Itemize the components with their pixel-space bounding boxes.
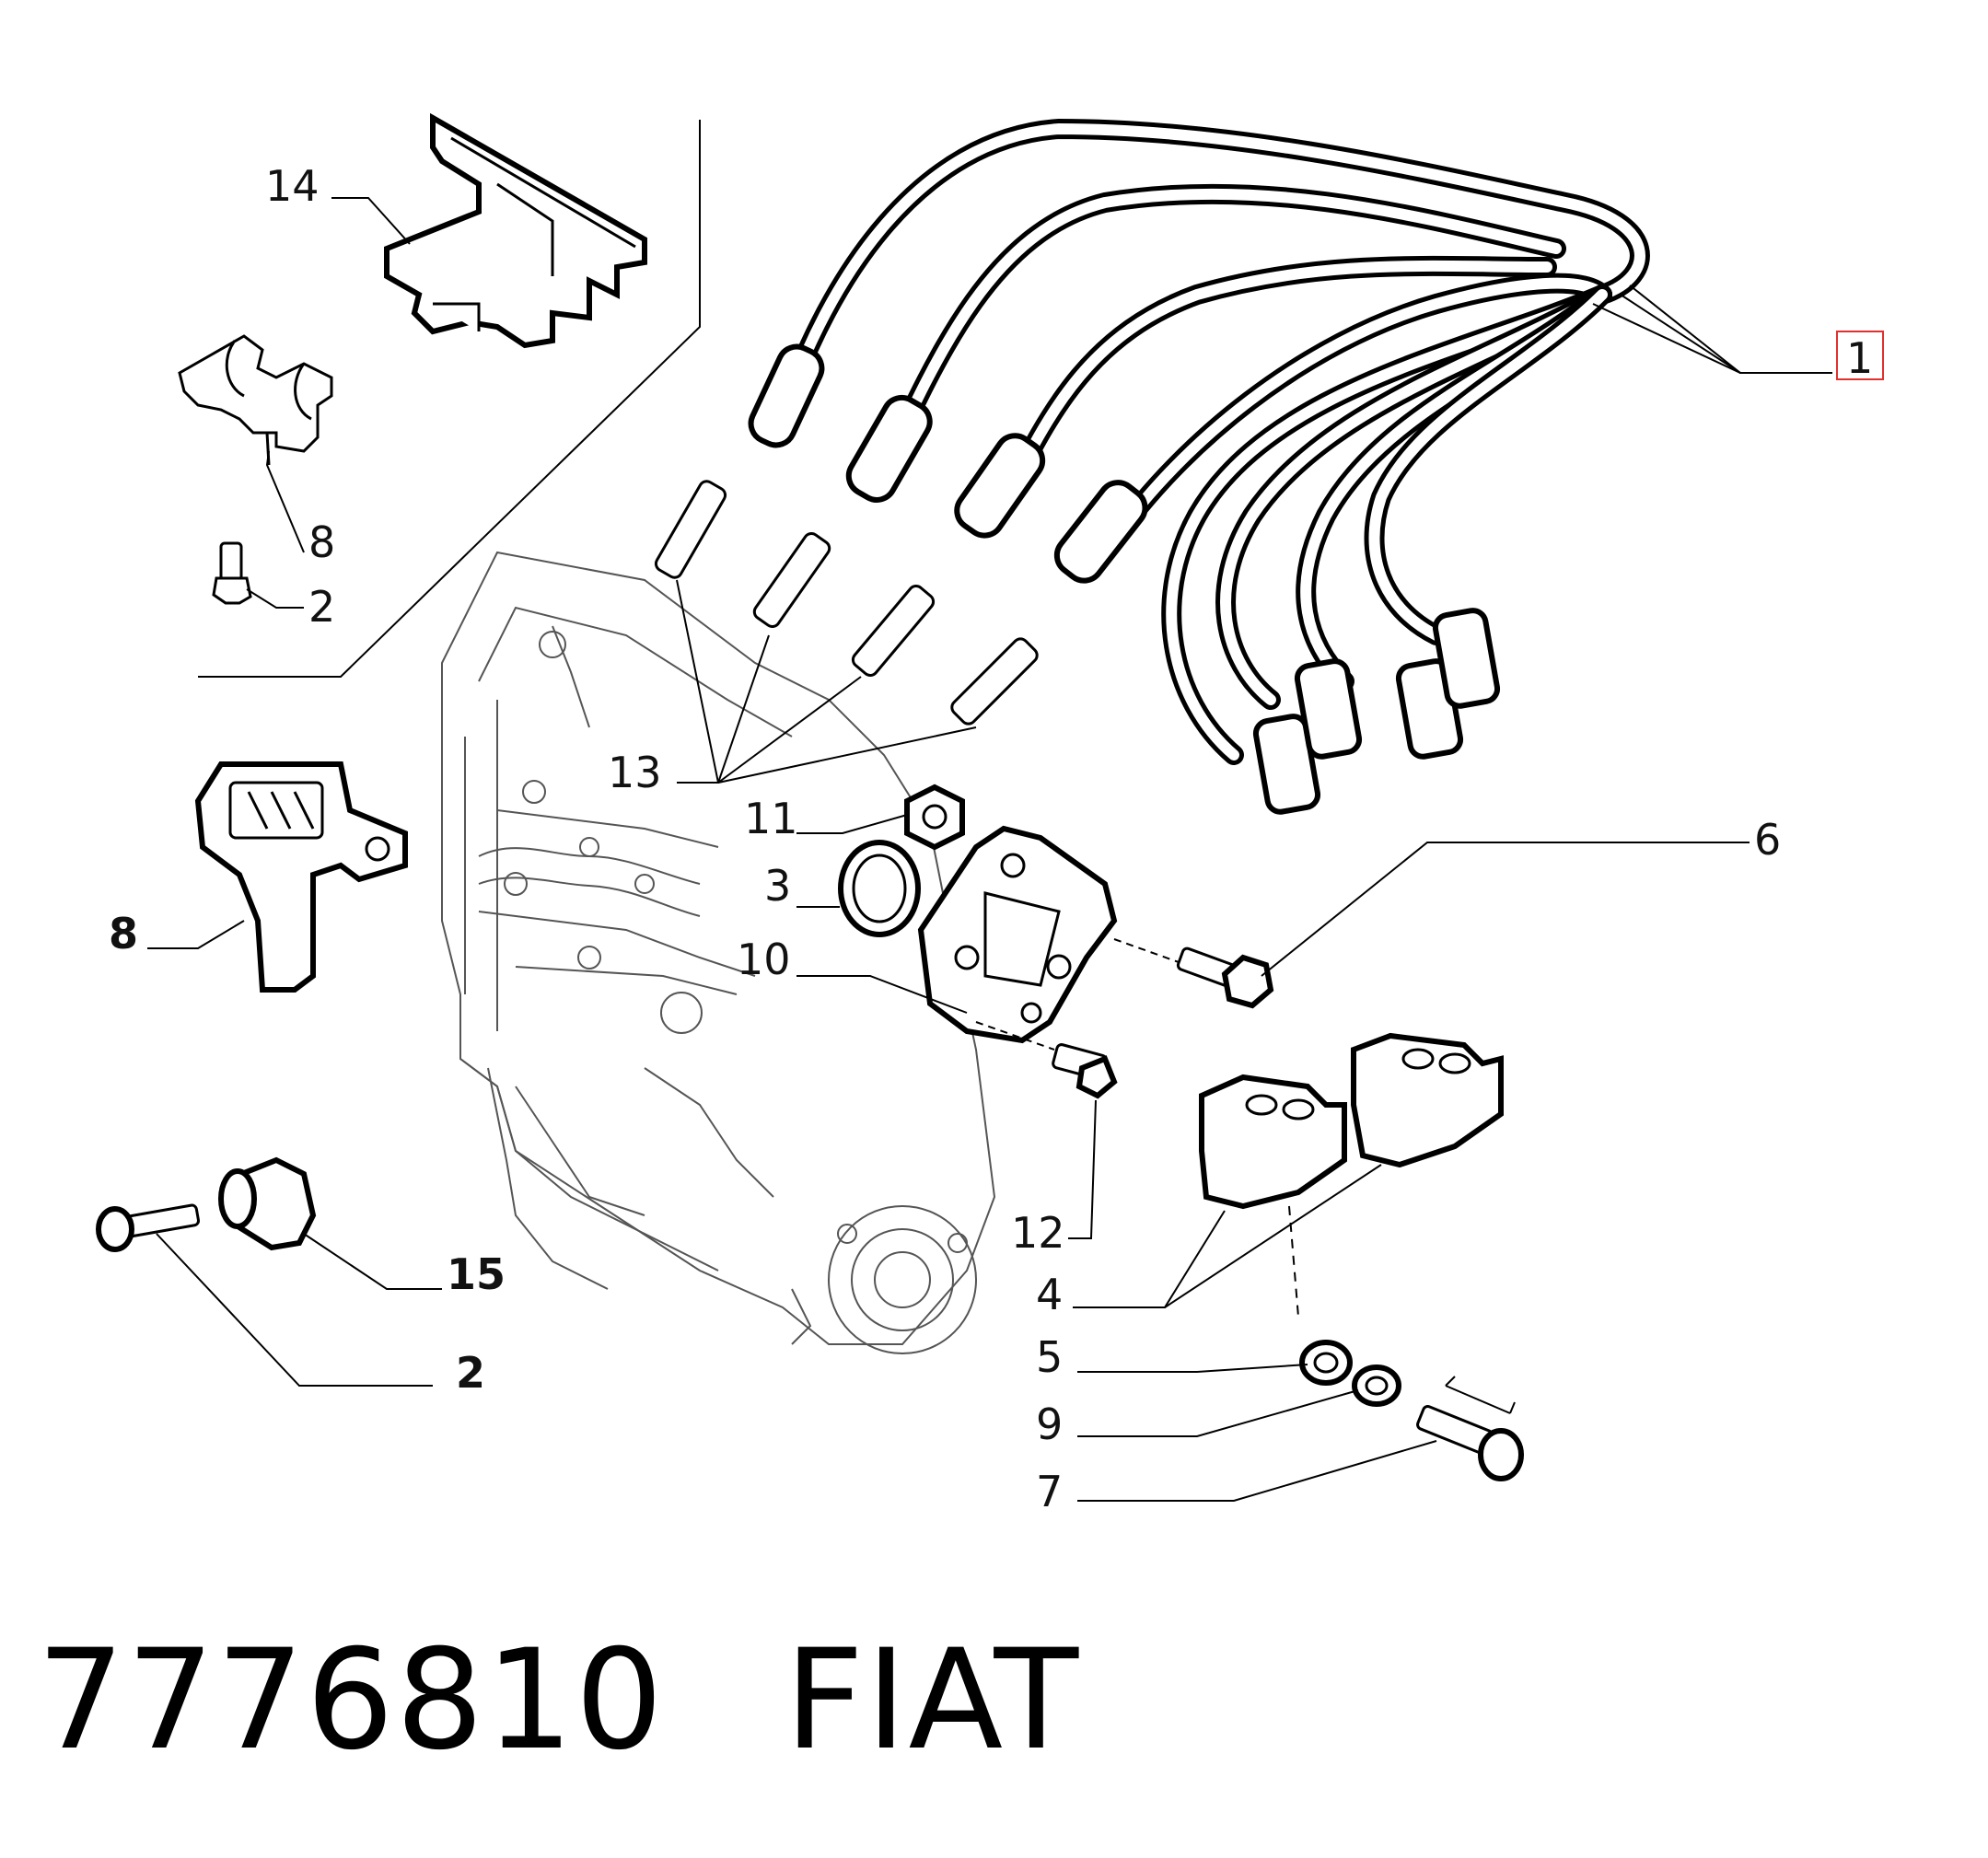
screw-part-2a (212, 541, 252, 605)
callout-2-bolt: 2 (456, 1348, 485, 1398)
callout-3: 3 (764, 861, 791, 911)
sensor-part-8 (194, 761, 408, 993)
callout-14: 14 (265, 161, 320, 211)
callout-1-highlight-box (1836, 331, 1884, 380)
ignition-cables-part-1 (748, 118, 1650, 815)
bolt-part-12 (975, 1021, 1118, 1099)
clip-part-8 (178, 334, 333, 466)
bolt-part-7 (1416, 1376, 1524, 1481)
part-number: 7776810 (37, 1620, 666, 1781)
callout-7: 7 (1036, 1467, 1063, 1516)
washer-part-9 (1352, 1364, 1401, 1407)
bolt-part-6 (1113, 938, 1274, 1009)
spark-plugs-part-13 (654, 480, 1039, 726)
cover-part-10 (917, 825, 1118, 1044)
footer-caption: 7776810 FIAT (37, 1620, 1200, 1781)
o-ring-part-3 (838, 840, 921, 937)
callout-9: 9 (1036, 1399, 1063, 1449)
callout-15: 15 (447, 1249, 506, 1299)
bolt-part-2b (96, 1203, 201, 1252)
callout-2-screw: 2 (308, 582, 335, 632)
callout-11: 11 (744, 794, 798, 843)
callout-5: 5 (1036, 1332, 1063, 1382)
callout-13: 13 (608, 748, 662, 797)
callout-8-sensor: 8 (109, 909, 138, 958)
leader-lines (147, 197, 1832, 1502)
callout-12: 12 (1011, 1208, 1065, 1258)
nut-part-11 (904, 784, 965, 851)
section-divider (198, 120, 701, 678)
callout-8-clip: 8 (308, 517, 335, 567)
brand-name: FIAT (785, 1620, 1081, 1781)
ignition-coils-part-4 (1199, 1032, 1504, 1318)
callout-6: 6 (1754, 815, 1781, 865)
engine-block (441, 551, 996, 1354)
knock-sensor-part-15 (218, 1156, 317, 1251)
callout-10: 10 (737, 935, 791, 984)
washer-part-5 (1299, 1340, 1353, 1386)
bracket-part-14 (384, 112, 647, 349)
callout-1: 1 (1846, 333, 1873, 383)
callout-4: 4 (1036, 1270, 1063, 1319)
